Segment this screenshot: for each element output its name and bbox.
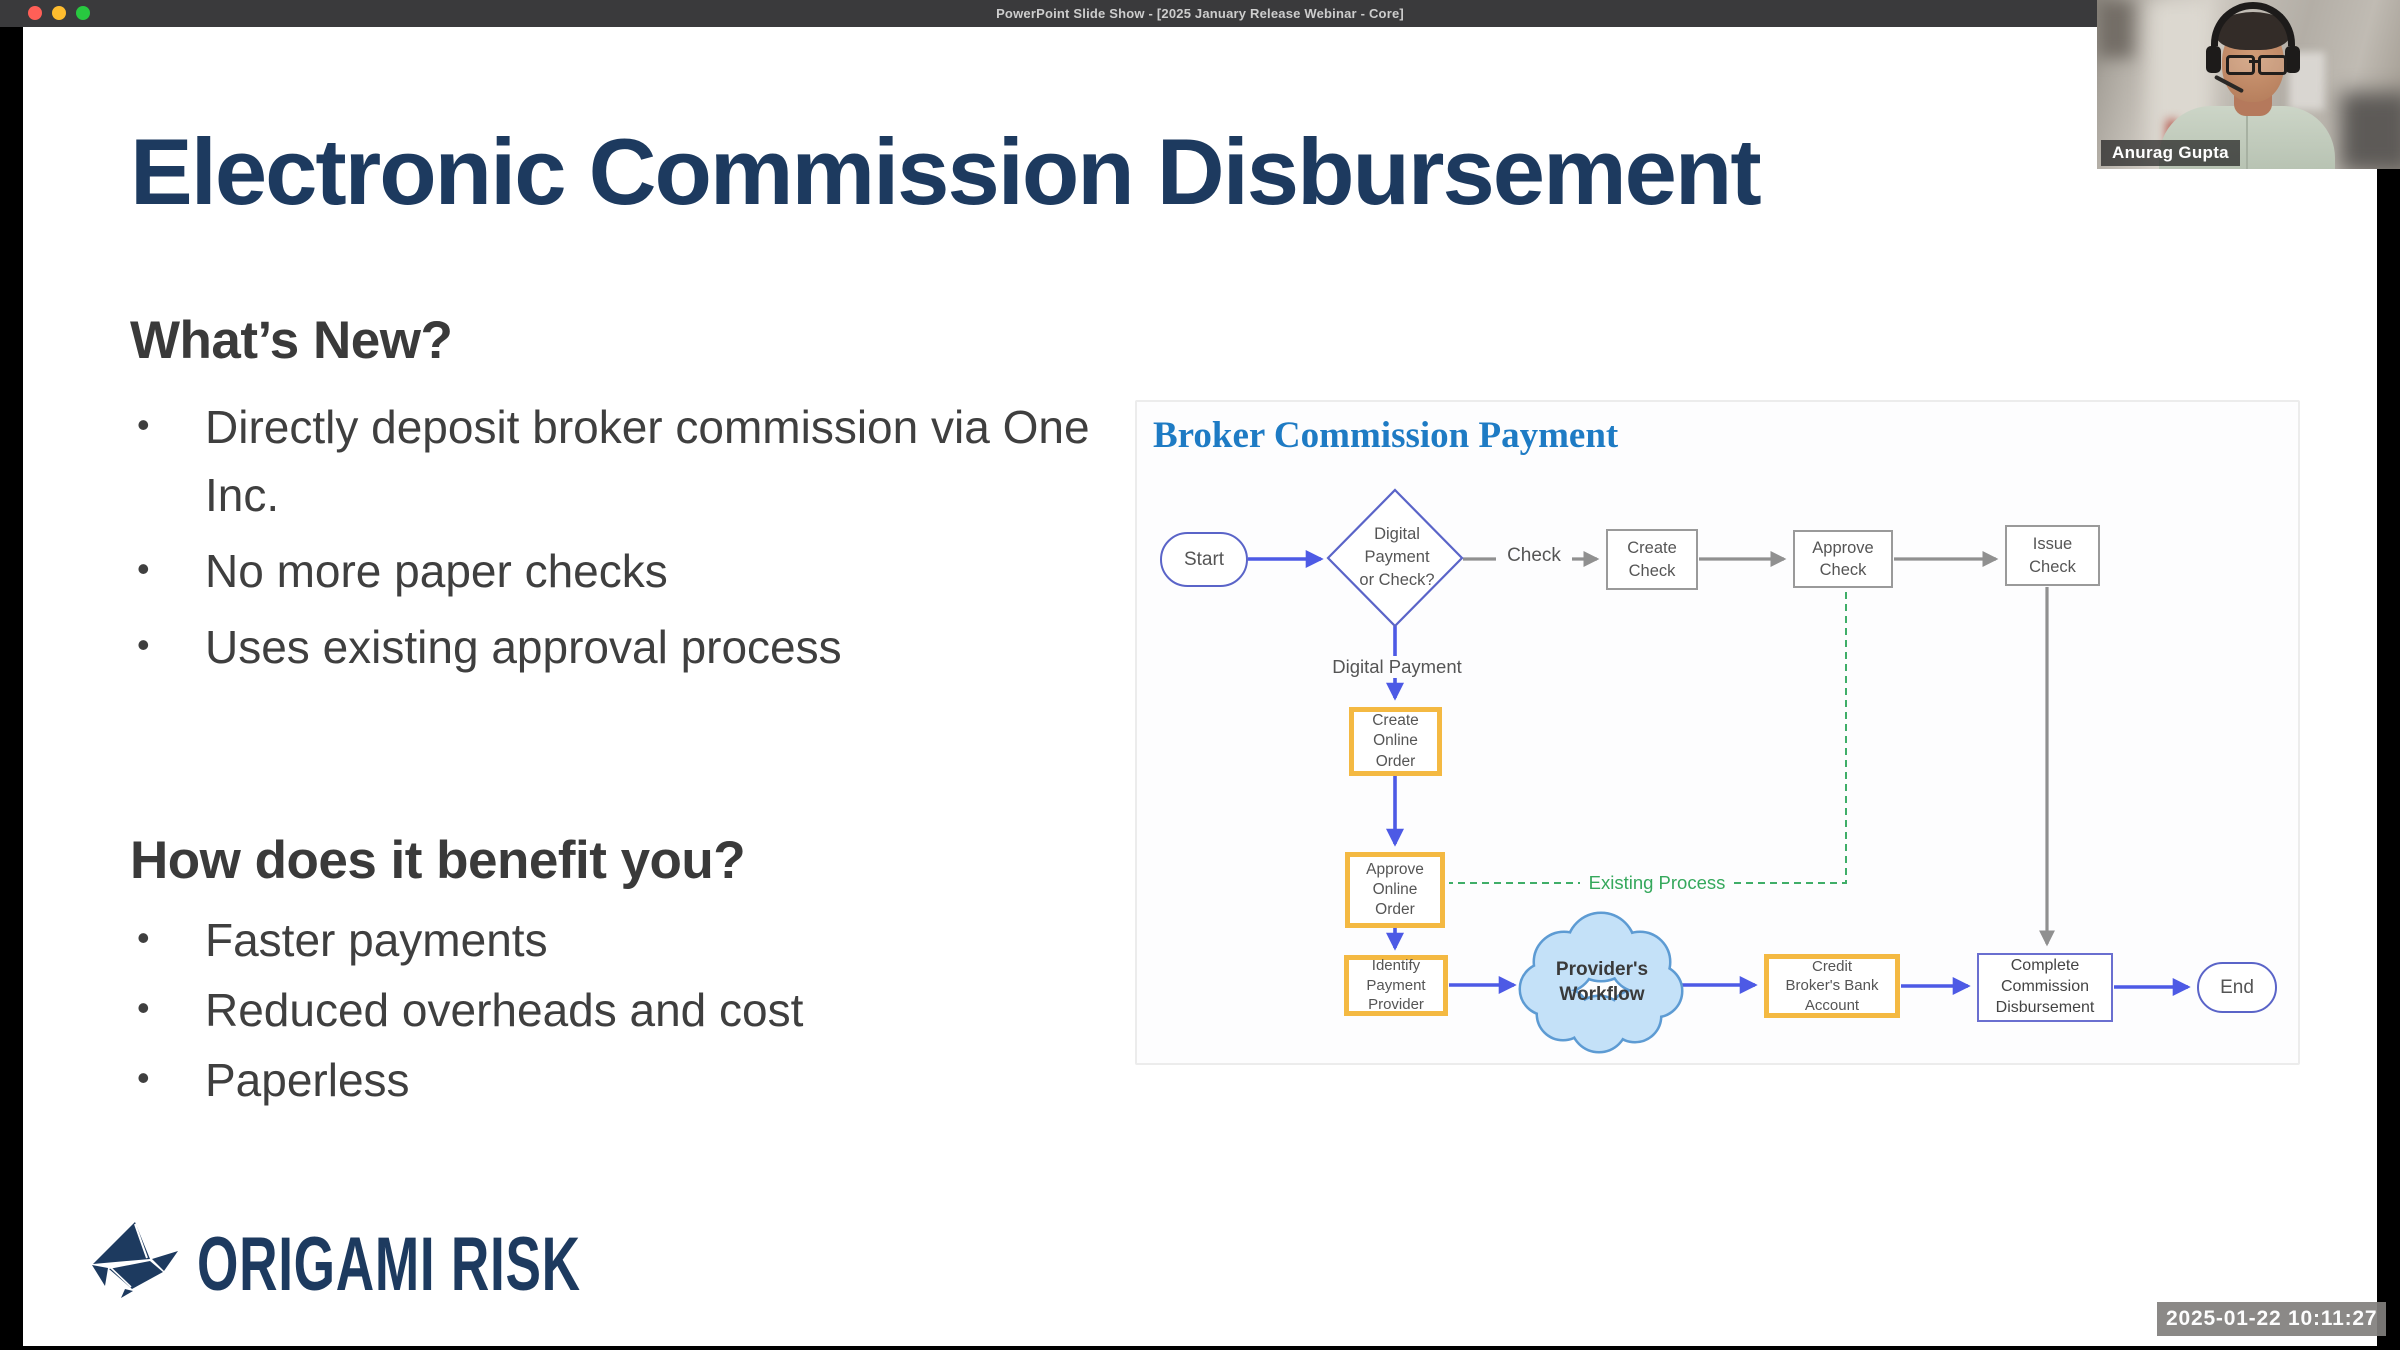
benefits-bullet-list: Faster payments Reduced overheads and co… [127,905,1107,1117]
presenter-shirt [2246,116,2248,169]
node-approve-check: Approve Check [1793,530,1893,588]
webcam-background [2097,0,2133,58]
node-credit-brokers-bank-account: Credit Broker's Bank Account [1764,954,1900,1018]
zoom-button[interactable] [76,6,90,20]
headset-icon [2211,2,2295,46]
bullet-text: Uses existing approval process [205,621,842,673]
node-start: Start [1160,532,1248,587]
window-title: PowerPoint Slide Show - [2025 January Re… [996,6,1404,21]
list-item: Uses existing approval process [127,611,1107,681]
logo-wordmark: ORIGAMI RISK [197,1222,581,1307]
slide-canvas[interactable]: Electronic Commission Disbursement What’… [23,27,2377,1346]
section-heading-whats-new: What’s New? [130,311,453,370]
minimize-button[interactable] [52,6,66,20]
decision-diamond-shape [1326,488,1464,628]
section-heading-benefits: How does it benefit you? [130,831,746,890]
origami-bird-icon [92,1221,178,1298]
bullet-text: No more paper checks [205,545,668,597]
node-create-online-order: Create Online Order [1349,707,1442,776]
flowchart-image: Broker Commission Payment [1135,400,2300,1065]
close-button[interactable] [28,6,42,20]
window-titlebar: PowerPoint Slide Show - [2025 January Re… [0,0,2400,27]
node-identify-payment-provider: Identify Payment Provider [1344,955,1448,1016]
list-item: No more paper checks [127,535,1107,605]
flowchart-connectors [1248,488,2191,1054]
node-approve-online-order: Approve Online Order [1345,852,1445,928]
window-controls [28,6,90,20]
list-item: Reduced overheads and cost [127,975,1107,1043]
list-item: Faster payments [127,905,1107,973]
presenter-glasses [2258,55,2287,75]
headset-icon [2206,46,2221,73]
node-issue-check: Issue Check [2005,525,2100,586]
bullet-text: Faster payments [205,914,548,966]
headset-icon [2285,46,2300,73]
node-providers-workflow: Provider's Workflow [1555,959,1649,1005]
list-item: Directly deposit broker commission via O… [127,391,1107,529]
bullet-text: Paperless [205,1054,410,1106]
flowchart-title: Broker Commission Payment [1153,415,1619,456]
edge-label-digital-payment: Digital Payment [1315,656,1479,678]
whats-new-bullet-list: Directly deposit broker commission via O… [127,391,1107,689]
bullet-text: Directly deposit broker commission via O… [205,401,1090,521]
edge-label-existing-process: Existing Process [1580,872,1734,894]
recording-timestamp: 2025-01-22 10:11:27 [2157,1302,2387,1336]
node-complete-commission-disbursement: Complete Commission Disbursement [1977,953,2113,1022]
presenter-glasses [2226,55,2255,75]
webcam-background [2340,92,2400,169]
list-item: Paperless [127,1045,1107,1113]
edge-label-check: Check [1496,545,1572,567]
slide-title: Electronic Commission Disbursement [130,119,1762,224]
participant-name-badge: Anurag Gupta [2101,140,2240,166]
node-create-check: Create Check [1606,529,1698,590]
node-end: End [2197,962,2277,1013]
presenter-glasses [2249,60,2259,63]
node-decision-label: Digital Payment or Check? [1359,525,1435,589]
bullet-text: Reduced overheads and cost [205,984,804,1036]
origami-risk-logo: ORIGAMI RISK [83,1207,745,1308]
webcam-overlay[interactable]: Anurag Gupta [2097,0,2400,169]
